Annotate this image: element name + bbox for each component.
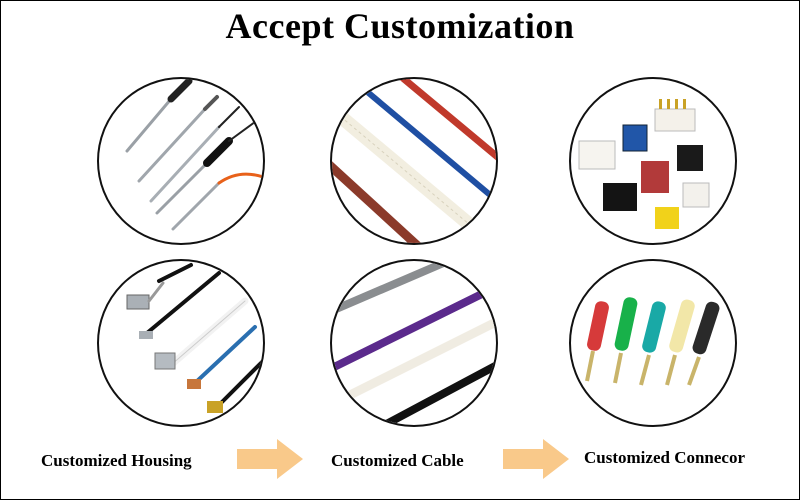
cables-image-2 xyxy=(330,259,498,427)
right-arrow-icon xyxy=(237,439,303,479)
customized-connector-label: Customized Connecor xyxy=(584,448,746,467)
connectors-image xyxy=(569,77,737,245)
page-title: Accept Customization xyxy=(225,6,575,46)
customized-housing-label: Customized Housing xyxy=(41,451,192,470)
right-arrow-icon xyxy=(503,439,569,479)
cables-image xyxy=(330,77,498,245)
customized-cable-label: Customized Cable xyxy=(331,451,464,470)
audio-jacks-image xyxy=(569,259,737,427)
housings-image xyxy=(97,259,265,427)
probes-image xyxy=(97,77,265,245)
